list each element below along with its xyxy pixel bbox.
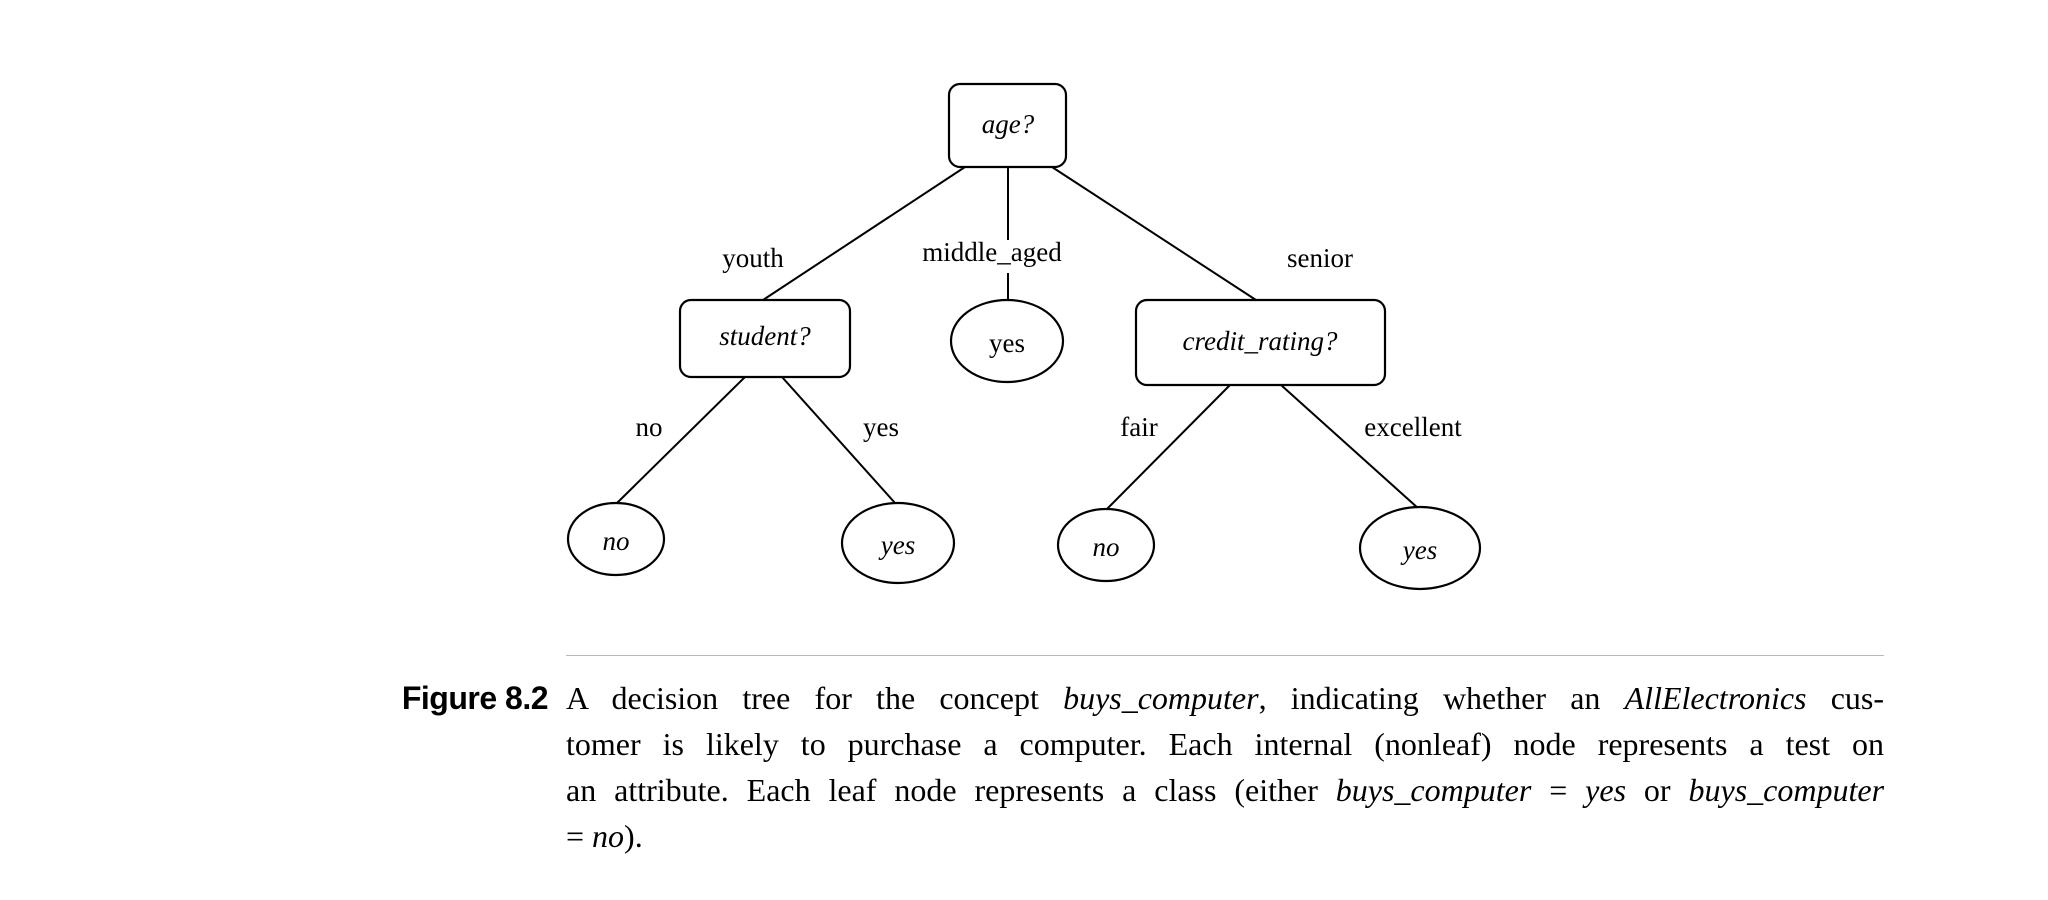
edge-student-no [616,376,746,504]
caption-text: = [1531,772,1586,808]
caption-text: , indicating whether an [1258,680,1625,716]
edge-credit-excellent [1280,384,1420,510]
edge-credit-fair [1106,384,1231,510]
caption-text: ). [624,818,643,854]
leaf-middle-aged-label: yes [989,328,1025,358]
caption-text: or [1626,772,1689,808]
edge-age-senior [1051,166,1257,301]
caption-line-4: = no). [566,813,1884,859]
leaf-credit-excellent-yes: yes [1358,505,1482,591]
root-node-label: age? [982,109,1035,139]
leaf-credit-fair-label: no [1093,532,1120,562]
leaf-student-yes: yes [840,501,956,585]
edge-label-youth: youth [722,243,784,273]
leaf-student-no: no [566,501,666,577]
caption-italic-term: buys_computer [1335,772,1532,808]
node-credit-rating: credit_rating? [1134,298,1387,387]
leaf-middle-aged-yes: yes [949,298,1065,384]
edge-label-student-no: no [636,412,663,442]
leaf-student-no-label: no [603,526,630,556]
root-node-age: age? [947,82,1068,169]
caption-text: A decision tree for the concept [566,680,1064,716]
caption-divider [566,655,1884,656]
figure-label: Figure 8.2 [401,680,549,716]
node-student: student? [678,298,852,379]
caption-text: cus- [1806,680,1885,716]
edge-label-credit-fair: fair [1120,412,1157,442]
edge-label-middle-aged: middle_aged [922,237,1062,267]
caption-italic-term: buys_computer [1688,772,1885,808]
caption-line-2: tomer is likely to purchase a computer. … [566,721,1884,767]
edge-label-student-yes: yes [863,412,899,442]
caption-italic-term: buys_computer [1063,680,1259,716]
caption-text: = [566,818,593,854]
figure-caption: A decision tree for the concept buys_com… [566,675,1884,859]
leaf-credit-excellent-label: yes [1400,535,1437,565]
edge-label-credit-excellent: excellent [1364,412,1462,442]
caption-italic-term: yes [1585,772,1627,808]
caption-text: tomer is likely to purchase a computer. … [566,726,1884,762]
node-credit-rating-label: credit_rating? [1183,326,1338,356]
node-student-label: student? [719,321,811,351]
edge-label-senior: senior [1287,243,1353,273]
caption-text: an attribute. Each leaf node represents … [566,772,1336,808]
leaf-credit-fair-no: no [1056,507,1156,583]
edge-age-youth [762,166,966,301]
leaf-student-yes-label: yes [878,530,915,560]
edge-student-yes [781,376,896,504]
caption-italic-term: no [592,818,625,854]
caption-italic-term: AllElectronics [1624,680,1807,716]
caption-line-1: A decision tree for the concept buys_com… [566,675,1884,721]
caption-line-3: an attribute. Each leaf node represents … [566,767,1884,813]
